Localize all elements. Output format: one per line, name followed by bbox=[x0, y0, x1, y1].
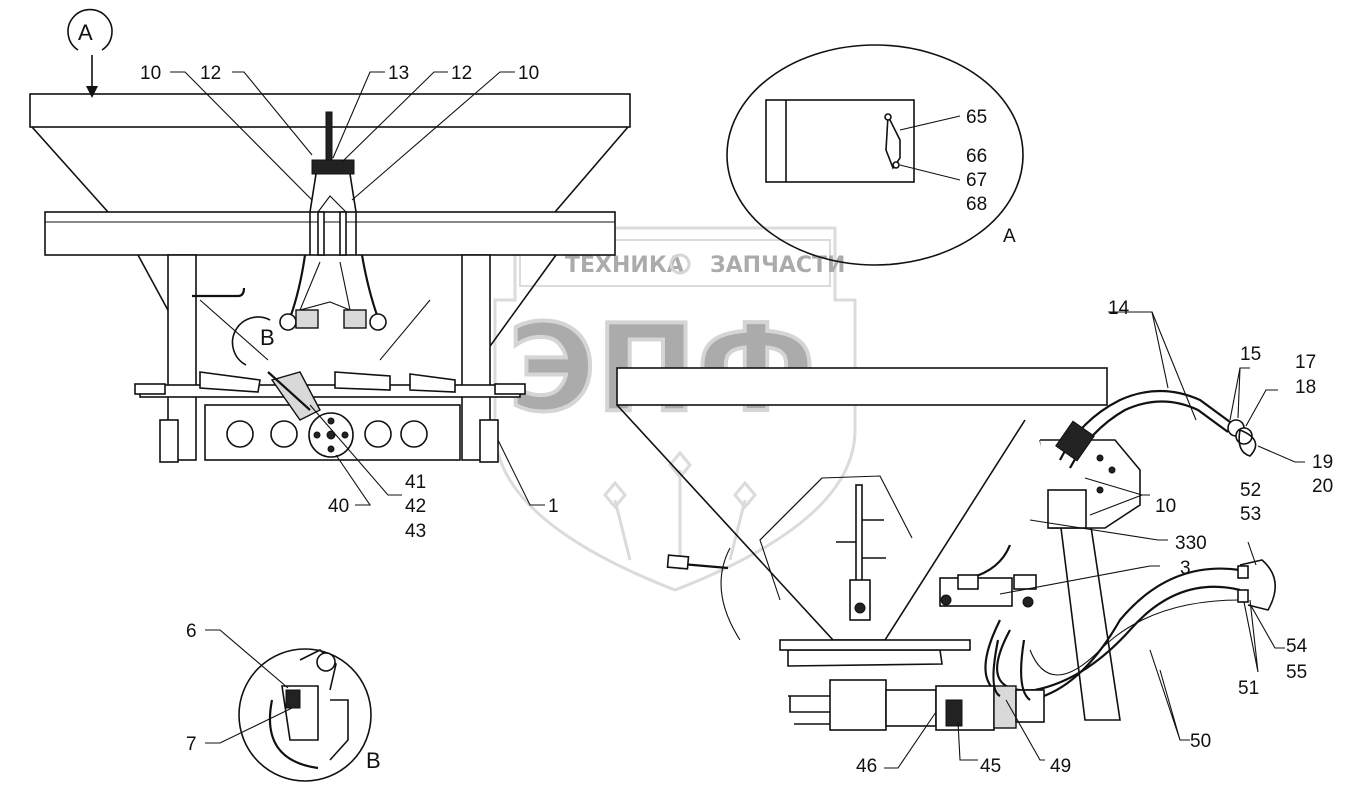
gear-icon bbox=[669, 253, 691, 275]
callout-45: 45 bbox=[980, 756, 1001, 777]
view-b-marker: B bbox=[231, 316, 275, 366]
callout-68: 68 bbox=[966, 194, 987, 215]
callout-20: 20 bbox=[1312, 476, 1333, 497]
callout-1: 1 bbox=[548, 496, 559, 517]
callout-13: 13 bbox=[388, 63, 409, 84]
callout-15: 15 bbox=[1240, 344, 1261, 365]
detail-a-label: A bbox=[1003, 226, 1016, 247]
callout-42: 42 bbox=[405, 496, 426, 517]
callout-17: 17 bbox=[1295, 352, 1316, 373]
detail-a bbox=[726, 44, 1024, 266]
detail-b bbox=[205, 629, 372, 782]
callout-51: 51 bbox=[1238, 678, 1259, 699]
callout-66: 66 bbox=[966, 146, 987, 167]
callout-3: 3 bbox=[1180, 558, 1191, 579]
callout-43: 43 bbox=[405, 521, 426, 542]
callout-65: 65 bbox=[966, 107, 987, 128]
callout-19: 19 bbox=[1312, 452, 1333, 473]
callout-10-right: 10 bbox=[518, 63, 539, 84]
callout-46: 46 bbox=[856, 756, 877, 777]
wheat-icon bbox=[603, 450, 757, 570]
watermark: ТЕХНИКА ЗАПЧАСТИ ЭПФ bbox=[493, 226, 857, 592]
callout-7: 7 bbox=[186, 734, 197, 755]
callout-12-right: 12 bbox=[451, 63, 472, 84]
callout-52: 52 bbox=[1240, 480, 1261, 501]
callout-6: 6 bbox=[186, 621, 197, 642]
detail-b-label: B bbox=[366, 748, 381, 773]
view-b-letter: B bbox=[260, 325, 275, 350]
callout-330: 330 bbox=[1175, 533, 1207, 554]
side-view-leaders bbox=[884, 311, 1305, 769]
watermark-brand-right: ЗАПЧАСТИ bbox=[710, 253, 845, 278]
callout-55: 55 bbox=[1286, 662, 1307, 683]
callout-49: 49 bbox=[1050, 756, 1071, 777]
callout-41: 41 bbox=[405, 472, 426, 493]
front-view-leaders bbox=[170, 71, 545, 506]
callout-12-left: 12 bbox=[200, 63, 221, 84]
callout-40: 40 bbox=[328, 496, 349, 517]
view-a-marker: A bbox=[67, 8, 113, 98]
front-view-spreader bbox=[29, 93, 631, 463]
callout-54: 54 bbox=[1286, 636, 1308, 657]
callout-18: 18 bbox=[1295, 377, 1316, 398]
callout-53: 53 bbox=[1240, 504, 1261, 525]
callout-10-left: 10 bbox=[140, 63, 161, 84]
watermark-brand-left: ТЕХНИКА bbox=[565, 253, 684, 278]
callout-67: 67 bbox=[966, 170, 987, 191]
callout-14: 14 bbox=[1108, 298, 1130, 319]
callout-50: 50 bbox=[1190, 731, 1211, 752]
callout-10-side: 10 bbox=[1155, 496, 1176, 517]
side-view-spreader bbox=[616, 367, 1276, 731]
view-a-letter: A bbox=[78, 20, 93, 45]
